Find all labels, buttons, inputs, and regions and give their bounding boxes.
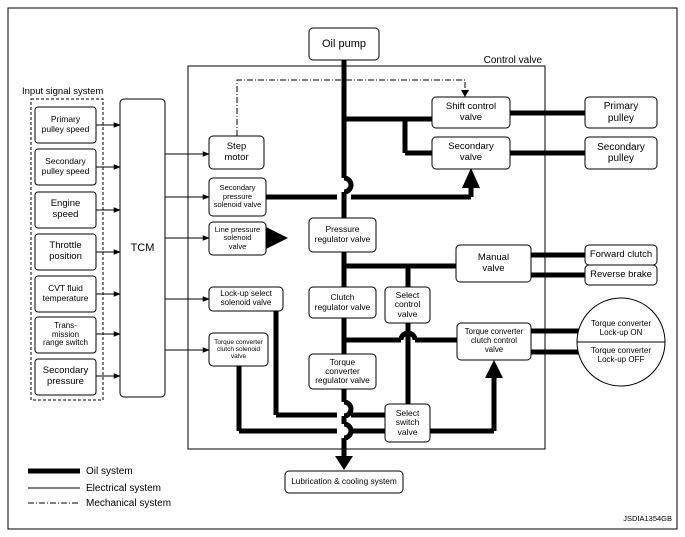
lubrication-cooling-label: Lubrication & cooling system xyxy=(291,476,397,487)
forward-clutch-label: Forward clutch xyxy=(589,248,653,260)
secondary-pulley-label: Secondary pulley xyxy=(597,141,645,164)
input-signal-system-label: Input signal system xyxy=(22,85,104,97)
tcm-label: TCM xyxy=(130,241,155,254)
diagram-boxes xyxy=(34,27,658,494)
mechanical-link xyxy=(236,79,466,136)
legend-mechanical-system: Mechanical system xyxy=(86,497,172,509)
manual-valve-label: Manual valve xyxy=(477,251,510,274)
input-engine-speed: Engine speed xyxy=(50,198,81,220)
input-transmission-range-switch: Trans- mission range switch xyxy=(43,320,88,348)
lockup-off-label: Torque converter Lock-up OFF xyxy=(590,346,652,364)
reverse-brake-label: Reverse brake xyxy=(590,268,652,280)
oil-pump-label: Oil pump xyxy=(321,37,367,50)
secondary-pressure-solenoid-label: Secondary pressure solenoid valve xyxy=(213,183,262,210)
torque-converter-regulator-valve-label: Torque converter regulator valve xyxy=(315,356,370,386)
input-signal-lines xyxy=(96,122,121,379)
input-primary-pulley-speed: Primary pulley speed xyxy=(41,114,90,134)
torque-converter-clutch-solenoid-label: Torque converter clutch solenoid valve xyxy=(214,338,263,361)
line-pressure-solenoid-label: Line pressure solenoid valve xyxy=(214,224,261,251)
input-cvt-fluid-temperature: CVT fluid temperature xyxy=(42,283,89,303)
input-signal-system-box xyxy=(30,98,104,401)
select-control-valve-label: Select control valve xyxy=(394,289,421,319)
tcc-control-valve-label: Torque converter clutch control valve xyxy=(464,327,524,354)
legend-electrical-system: Electrical system xyxy=(86,482,162,494)
tcm-output-lines xyxy=(165,151,210,353)
select-switch-valve-label: Select switch valve xyxy=(395,407,420,437)
figure-frame xyxy=(7,7,678,530)
shift-control-valve-label: Shift control valve xyxy=(445,100,497,123)
secondary-valve-label: Secondary valve xyxy=(448,141,494,163)
input-secondary-pulley-speed: Secondary pulley speed xyxy=(41,156,90,176)
oil-lines xyxy=(236,60,585,458)
figure-id: JSDIA1354GB xyxy=(623,514,672,524)
clutch-regulator-valve-label: Clutch regulator valve xyxy=(314,291,371,312)
mechanical-link-arrowhead xyxy=(461,90,469,97)
pressure-regulator-valve-label: Pressure regulator valve xyxy=(314,224,371,244)
input-secondary-pressure: Secondary pressure xyxy=(42,365,89,387)
oil-arrowheads xyxy=(266,168,503,470)
input-throttle-position: Throttle position xyxy=(49,240,82,262)
lockup-select-solenoid-label: Lock-up select solenoid valve xyxy=(220,289,272,307)
primary-pulley-label: Primary pulley xyxy=(603,101,639,124)
lockup-on-label: Torque converter Lock-up ON xyxy=(590,319,652,337)
legend-oil-system: Oil system xyxy=(86,465,133,477)
control-valve-label: Control valve xyxy=(483,55,542,67)
step-motor-label: Step motor xyxy=(224,140,249,163)
